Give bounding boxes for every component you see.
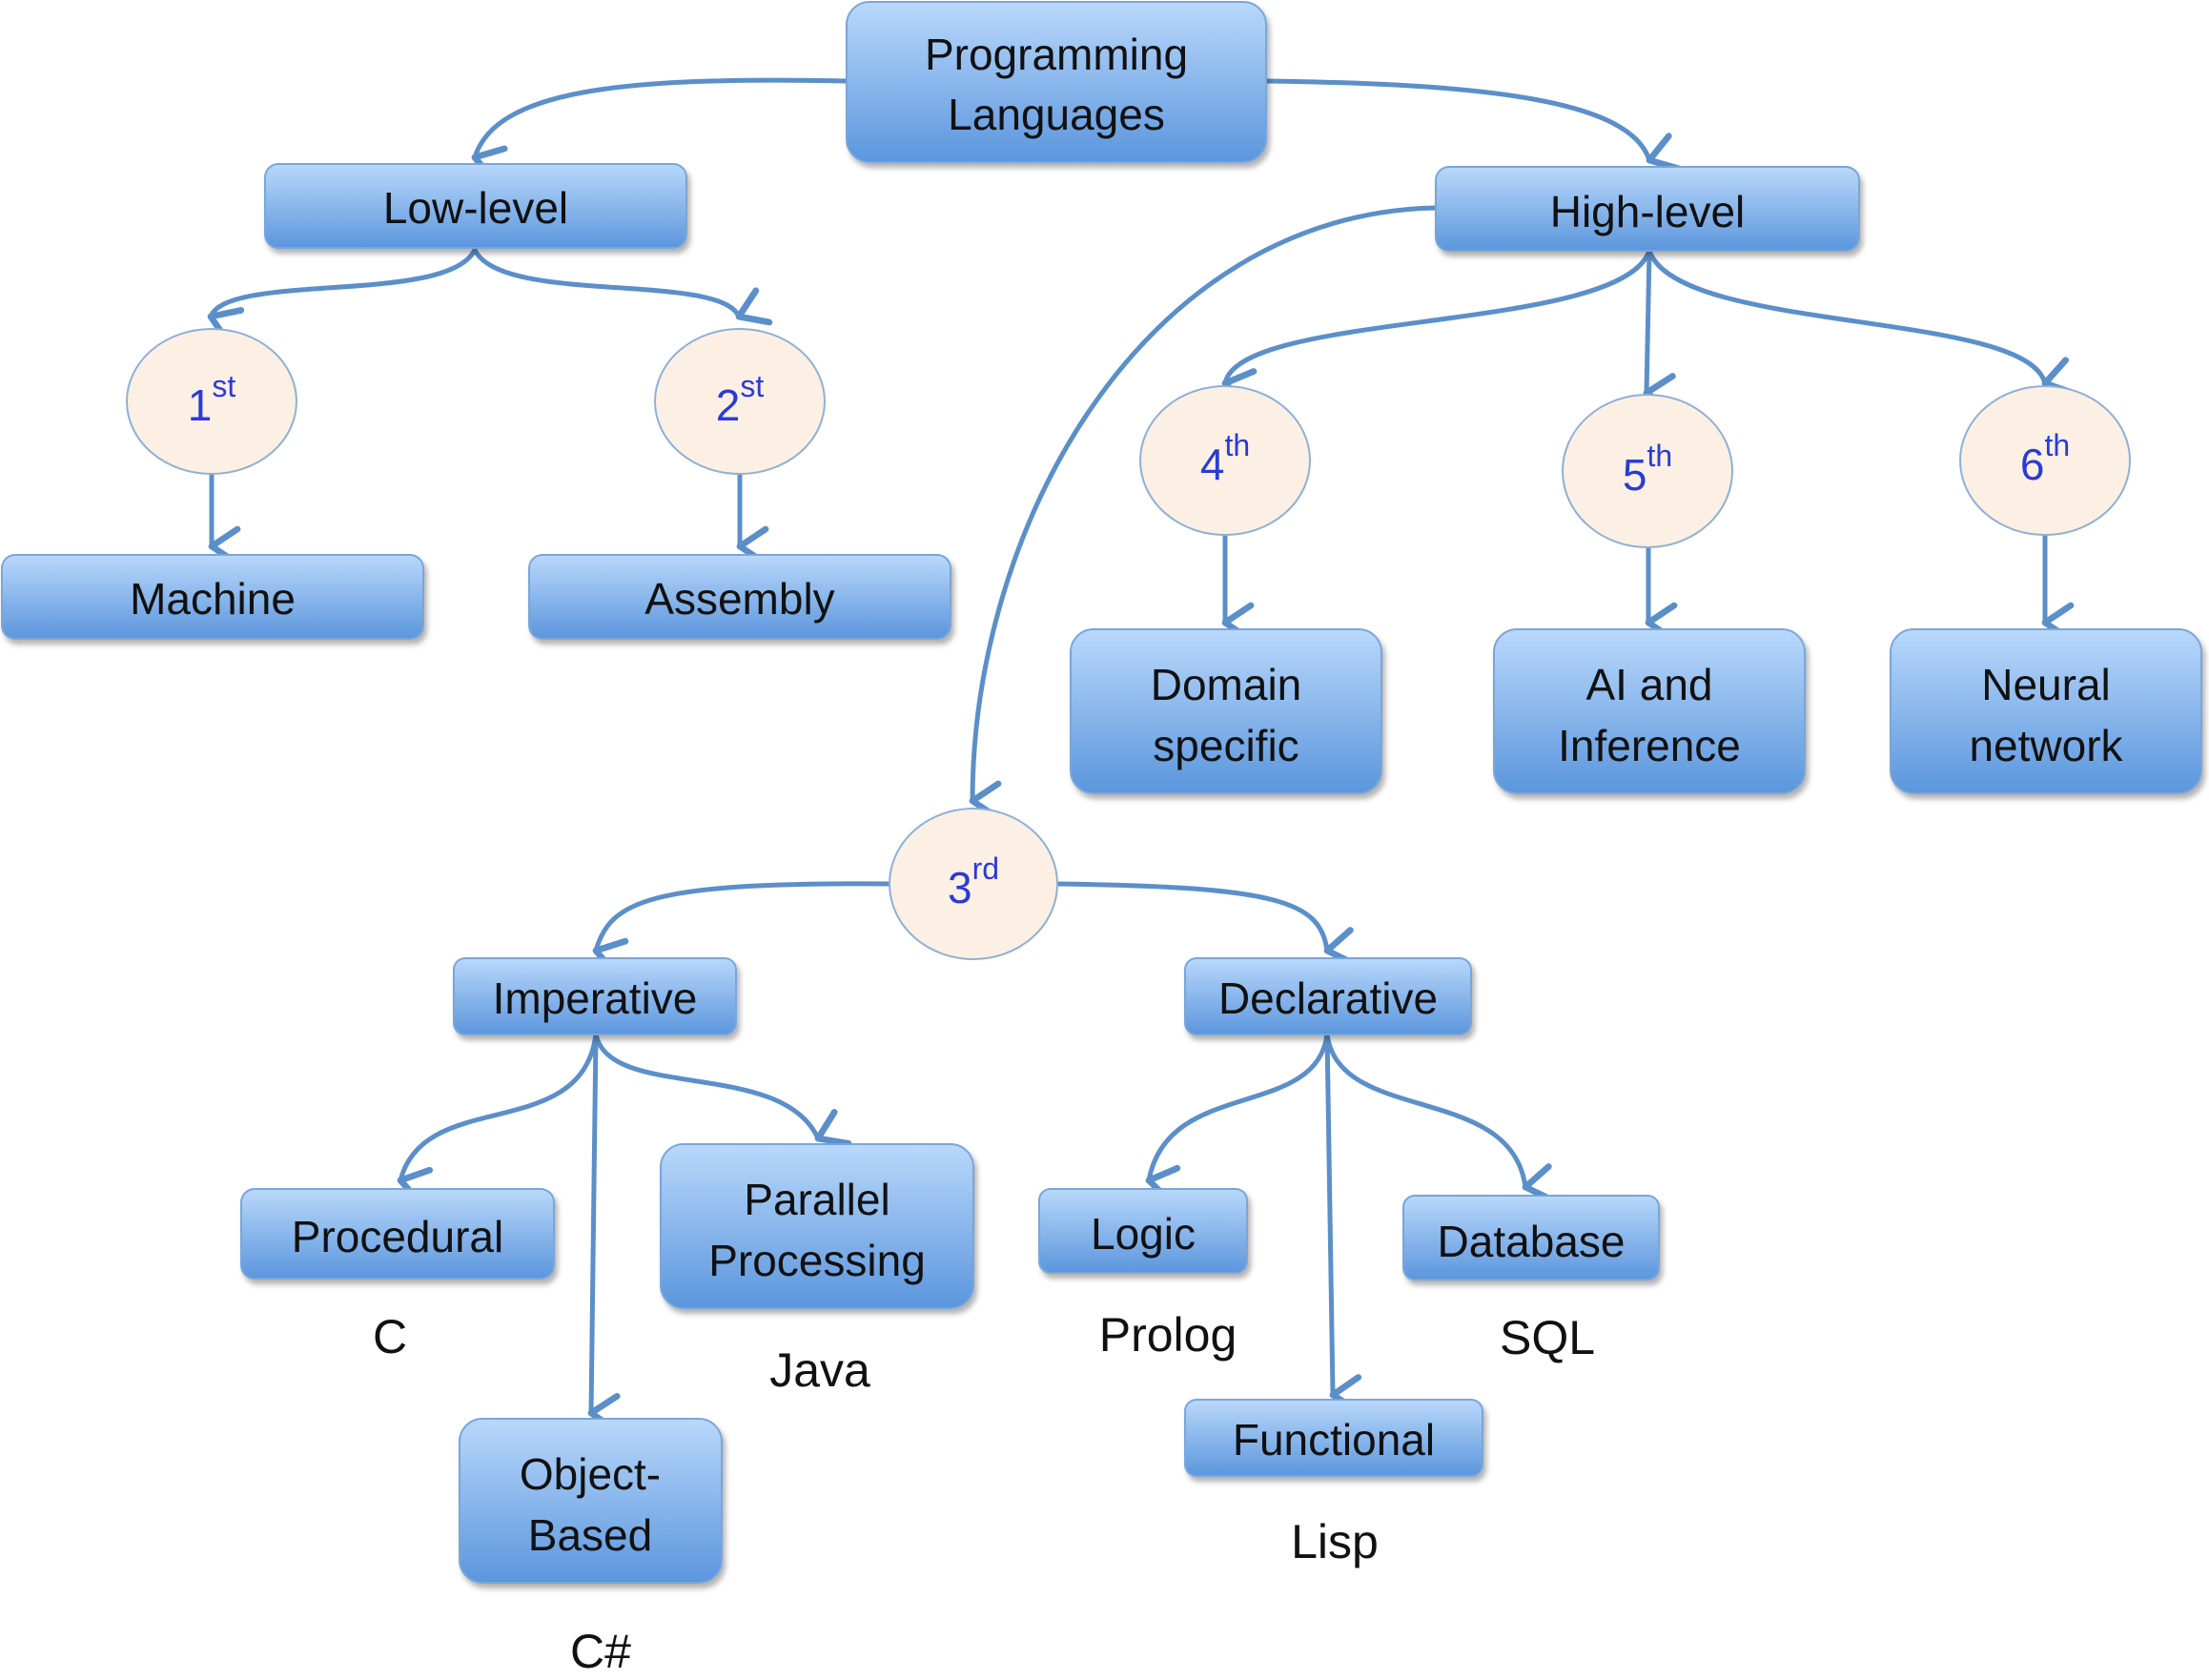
database-label: Database (1438, 1217, 1626, 1266)
generation-4th-label: 4th (1200, 428, 1250, 489)
edge-root-high-level (1263, 78, 1683, 173)
high-level-node: High-level (1435, 166, 1860, 252)
low-level-node: Low-level (264, 163, 687, 249)
example-sql: SQL (1500, 1311, 1595, 1364)
generation-1st: 1st (126, 328, 297, 475)
edge-low-level-1st (207, 247, 478, 346)
edge-declarative-logic (1145, 1032, 1330, 1206)
examples: C C# Java Prolog Lisp SQL (373, 1308, 1595, 1678)
generation-3rd-suffix: rd (972, 851, 999, 886)
neural-network-label-line-2: network (1969, 721, 2123, 770)
domain-specific-node: Domain specific (1070, 628, 1382, 794)
root-label-line-2: Languages (948, 90, 1165, 139)
edge-3rd-declarative (1054, 881, 1359, 968)
edge-imperative-object-based (587, 1032, 621, 1434)
edge-low-level-2st (472, 247, 773, 326)
edge-root-low-level (471, 77, 849, 185)
generation-2st-suffix: st (740, 369, 764, 403)
generation-6th-number: 6 (2020, 440, 2045, 489)
generation-1st-label: 1st (188, 369, 236, 430)
object-based-label-line-2: Based (528, 1510, 652, 1560)
example-lisp: Lisp (1291, 1515, 1379, 1568)
generation-6th-label: 6th (2020, 428, 2070, 489)
example-c: C (373, 1310, 407, 1363)
database-node: Database (1402, 1195, 1660, 1280)
edge-high-level-5th (1643, 248, 1676, 414)
parallel-processing-node: Parallel Processing (660, 1143, 974, 1309)
edge-imperative-procedural (397, 1032, 599, 1207)
object-based-label-line-1: Object- (520, 1449, 661, 1499)
generation-4th-number: 4 (1200, 440, 1225, 489)
object-based-node: Object- Based (459, 1418, 723, 1584)
generation-3rd-label: 3rd (948, 851, 999, 912)
edge-declarative-functional (1324, 1032, 1362, 1415)
generation-3rd: 3rd (889, 808, 1058, 960)
edge-high-level-6th (1647, 248, 2078, 397)
functional-node: Functional (1184, 1399, 1483, 1477)
ai-inference-label-line-1: AI and (1586, 660, 1713, 709)
assembly-label: Assembly (644, 574, 834, 624)
generation-1st-suffix: st (212, 369, 235, 403)
generation-6th: 6th (1959, 385, 2131, 536)
example-java: Java (769, 1343, 870, 1397)
edge-high-level-4th (1221, 248, 1652, 409)
functional-label: Functional (1233, 1415, 1435, 1465)
low-level-label: Low-level (383, 183, 568, 233)
edge-imperative-parallel (593, 1032, 852, 1147)
edge-high-level-3rd (969, 205, 1438, 822)
declarative-label: Declarative (1218, 973, 1438, 1023)
domain-specific-label-line-2: specific (1153, 721, 1299, 770)
imperative-node: Imperative (453, 957, 737, 1035)
generation-4th: 4th (1139, 385, 1311, 536)
generation-4th-suffix: th (1224, 428, 1250, 462)
generation-6th-suffix: th (2044, 428, 2070, 462)
example-csharp: C# (570, 1625, 631, 1678)
root-label-line-1: Programming (925, 30, 1188, 79)
generation-5th: 5th (1562, 394, 1733, 548)
domain-specific-label-line-1: Domain (1151, 660, 1302, 709)
generation-2st-number: 2 (716, 380, 741, 430)
machine-node: Machine (1, 554, 424, 640)
declarative-node: Declarative (1184, 957, 1472, 1035)
assembly-node: Assembly (528, 554, 951, 640)
machine-label: Machine (130, 574, 296, 624)
ai-inference-node: AI and Inference (1493, 628, 1806, 794)
imperative-label: Imperative (493, 973, 698, 1023)
generation-1st-number: 1 (188, 380, 213, 430)
ai-inference-label-line-2: Inference (1558, 721, 1741, 770)
generation-5th-number: 5 (1623, 450, 1647, 500)
procedural-label: Procedural (292, 1212, 503, 1261)
parallel-processing-label-line-1: Parallel (744, 1175, 890, 1224)
neural-network-node: Neural network (1890, 628, 2202, 794)
connectors (207, 77, 2078, 1434)
root-node: Programming Languages (846, 1, 1267, 163)
logic-node: Logic (1038, 1188, 1248, 1274)
example-prolog: Prolog (1099, 1308, 1237, 1362)
edge-3rd-imperative (592, 881, 892, 978)
generation-5th-suffix: th (1647, 439, 1672, 473)
neural-network-label-line-1: Neural (1981, 660, 2111, 709)
generation-2st-label: 2st (716, 369, 765, 430)
logic-label: Logic (1091, 1209, 1196, 1259)
parallel-processing-label-line-2: Processing (708, 1236, 926, 1285)
high-level-label: High-level (1550, 187, 1746, 236)
generation-2st: 2st (654, 328, 826, 475)
generation-5th-label: 5th (1623, 439, 1672, 500)
procedural-node: Procedural (240, 1188, 555, 1280)
edge-declarative-database (1324, 1032, 1557, 1204)
generation-3rd-number: 3 (948, 863, 972, 912)
